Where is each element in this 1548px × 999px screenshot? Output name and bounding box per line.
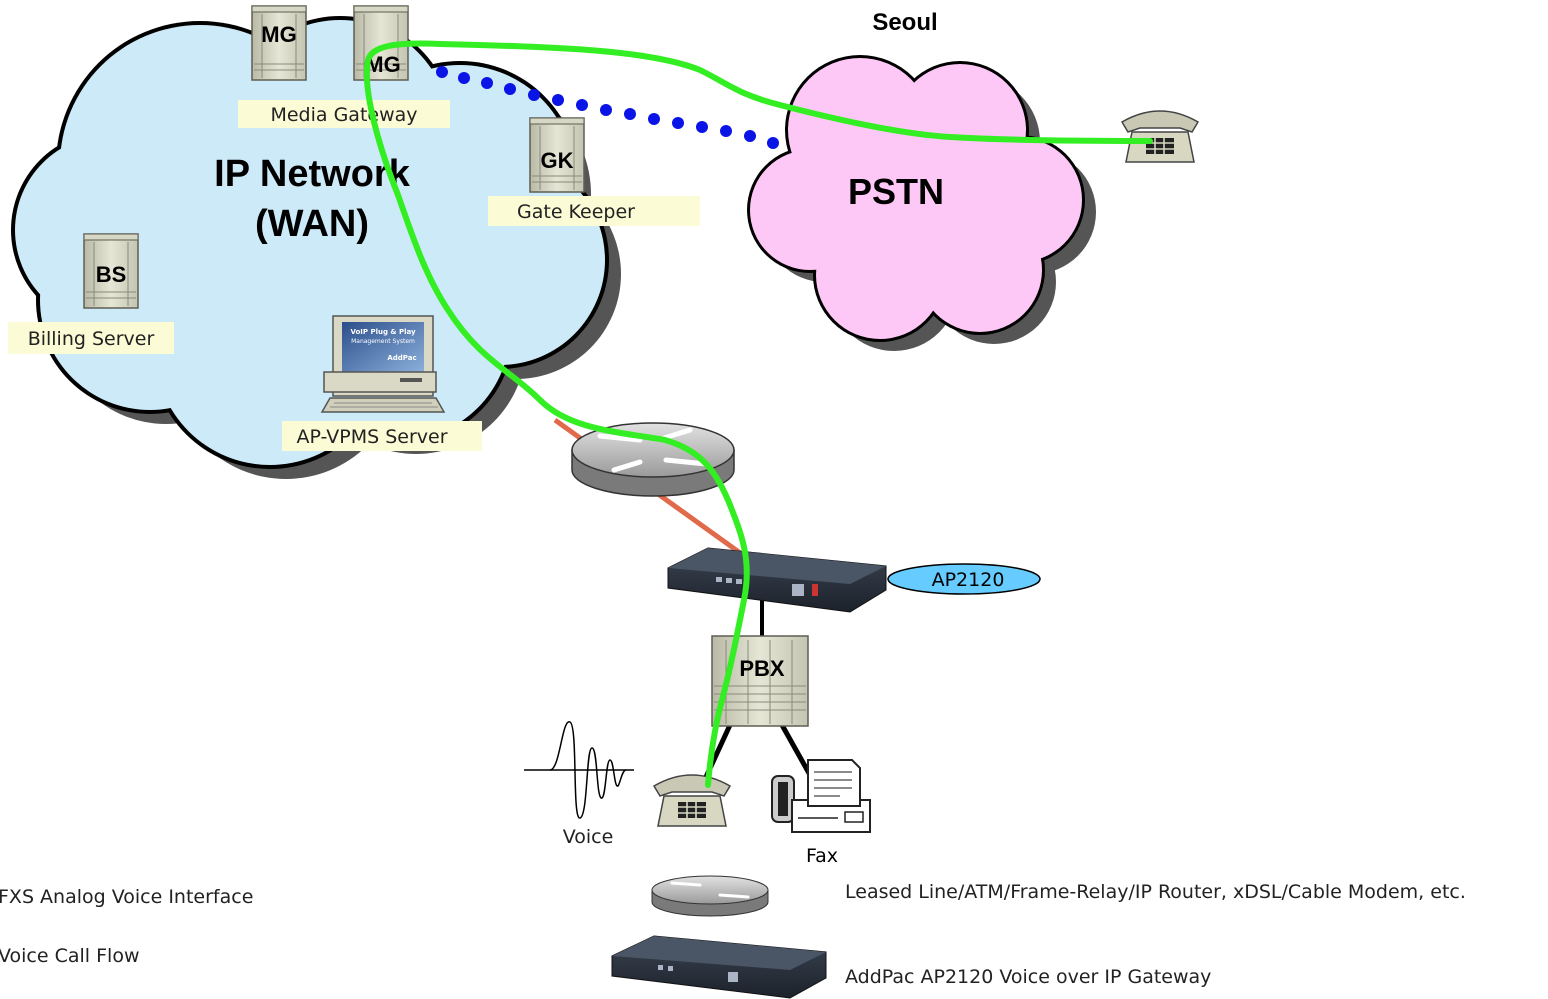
svg-text:AP2120: AP2120: [932, 569, 1005, 591]
signaling-dots: [436, 66, 779, 149]
remote-phone-icon: [1121, 110, 1199, 163]
legend-router: Leased Line/ATM/Frame-Relay/IP Router, x…: [845, 881, 1466, 903]
pbx-label: PBX: [739, 656, 785, 681]
pstn-cloud: [747, 55, 1096, 351]
vpms-server-label: AP-VPMS Server: [282, 421, 482, 451]
ip-network-subtitle: (WAN): [255, 203, 369, 245]
ap2120-badge: AP2120: [887, 563, 1041, 595]
router: [571, 422, 735, 497]
mg-label-1: MG: [261, 22, 296, 47]
pbx-fax-link: [779, 723, 813, 777]
legend-fxs: FXS Analog Voice Interface: [0, 886, 253, 908]
vpms-screen-line2: Management System: [351, 338, 415, 345]
vpms-screen-brand: AddPac: [387, 354, 416, 362]
ap2120-gateway: [667, 547, 887, 613]
legend-call-flow: Voice Call Flow: [0, 945, 139, 967]
pstn-title: PSTN: [848, 171, 944, 212]
billing-server: BS: [83, 233, 139, 309]
legend-gateway-icon: [611, 935, 827, 999]
fax-label: Fax: [806, 845, 838, 867]
voice-call-flow-path: [363, 40, 1153, 788]
city-label: Seoul: [872, 9, 937, 36]
legend-gateway: AddPac AP2120 Voice over IP Gateway: [845, 966, 1211, 988]
ip-network-title: IP Network: [214, 153, 411, 195]
gate-keeper-label: Gate Keeper: [488, 196, 700, 226]
gk-label: GK: [541, 148, 574, 173]
local-phone-icon: [653, 774, 731, 827]
gatekeeper-server: GK: [529, 117, 585, 193]
svg-text:Gate Keeper: Gate Keeper: [517, 201, 635, 223]
vpms-computer: VoIP Plug & Play Management System AddPa…: [320, 315, 446, 413]
legend: FXS Analog Voice Interface Voice Call Fl…: [0, 875, 1466, 999]
vpms-screen-line1: VoIP Plug & Play: [350, 328, 416, 336]
fax-icon: [771, 759, 871, 833]
svg-text:Billing Server: Billing Server: [28, 328, 155, 350]
svg-text:Media Gateway: Media Gateway: [270, 104, 417, 126]
voice-waveform-icon: [524, 721, 634, 819]
svg-text:AP-VPMS Server: AP-VPMS Server: [296, 426, 447, 448]
media-gateway-server-1: MG: [251, 5, 307, 81]
voice-label: Voice: [563, 826, 614, 848]
legend-router-icon: [651, 875, 769, 917]
billing-server-label: Billing Server: [8, 322, 174, 354]
bs-label: BS: [96, 262, 127, 287]
media-gateway-label: Media Gateway: [238, 100, 450, 128]
